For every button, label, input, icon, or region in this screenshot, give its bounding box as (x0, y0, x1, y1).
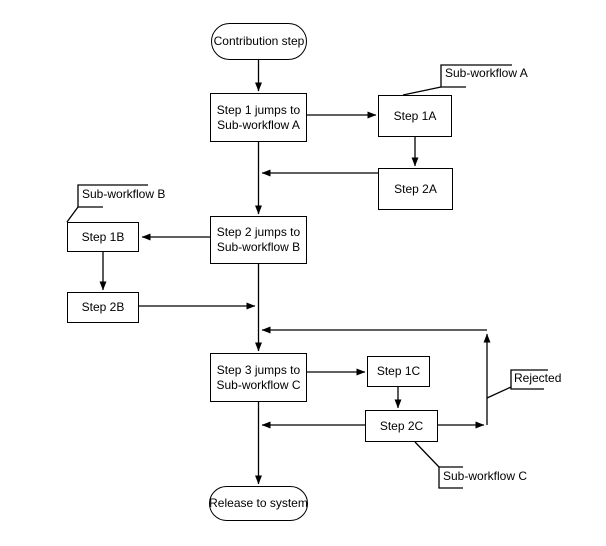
node-step2b-label: Step 2B (81, 300, 125, 314)
node-step2: Step 2 jumps to Sub-workflow B (210, 216, 307, 264)
node-contribution-step-label: Contribution step (213, 34, 305, 48)
node-step2a: Step 2A (378, 168, 453, 210)
callout-rejected-leader (486, 386, 512, 399)
callout-rejected: Rejected (514, 371, 562, 385)
node-step3: Step 3 jumps to Sub-workflow C (210, 353, 307, 402)
node-step3-label-line1: Step 3 jumps to (216, 362, 301, 377)
node-step2a-label: Step 2A (394, 181, 437, 196)
callout-c-leader (414, 441, 440, 468)
callout-rejected-bracket (510, 369, 548, 390)
node-step2c-label: Step 2C (379, 418, 424, 433)
callout-subworkflow-b: Sub-workflow B (82, 187, 166, 201)
node-step1c-label: Step 1C (376, 364, 421, 378)
callout-a-leader (402, 86, 442, 96)
node-step2b: Step 2B (67, 292, 139, 323)
node-step1b-label: Step 1B (81, 229, 125, 244)
node-release-to-system: Release to system (209, 486, 308, 521)
callout-b-leader (66, 206, 79, 223)
node-step1a: Step 1A (378, 95, 452, 137)
node-step1b: Step 1B (67, 222, 139, 252)
node-step1: Step 1 jumps to Sub-workflow A (210, 93, 307, 142)
callout-a-bracket (440, 64, 512, 88)
node-release-to-system-label: Release to system (209, 496, 308, 510)
node-step1-label-line1: Step 1 jumps to (216, 102, 301, 117)
node-step2c: Step 2C (365, 410, 438, 442)
node-step2-label-line1: Step 2 jumps to (216, 225, 301, 239)
callout-subworkflow-c: Sub-workflow C (443, 469, 528, 483)
callout-b-bracket (77, 184, 148, 208)
node-step1-label-line2: Sub-workflow A (217, 117, 300, 132)
node-step3-label-line2: Sub-workflow C (216, 377, 301, 392)
node-step1c: Step 1C (367, 356, 430, 387)
node-step1a-label: Step 1A (393, 108, 437, 123)
node-contribution-step: Contribution step (211, 23, 307, 60)
node-step2-label-line2: Sub-workflow B (216, 240, 301, 254)
callout-c-bracket (438, 466, 463, 489)
callout-subworkflow-a: Sub-workflow A (445, 66, 528, 80)
